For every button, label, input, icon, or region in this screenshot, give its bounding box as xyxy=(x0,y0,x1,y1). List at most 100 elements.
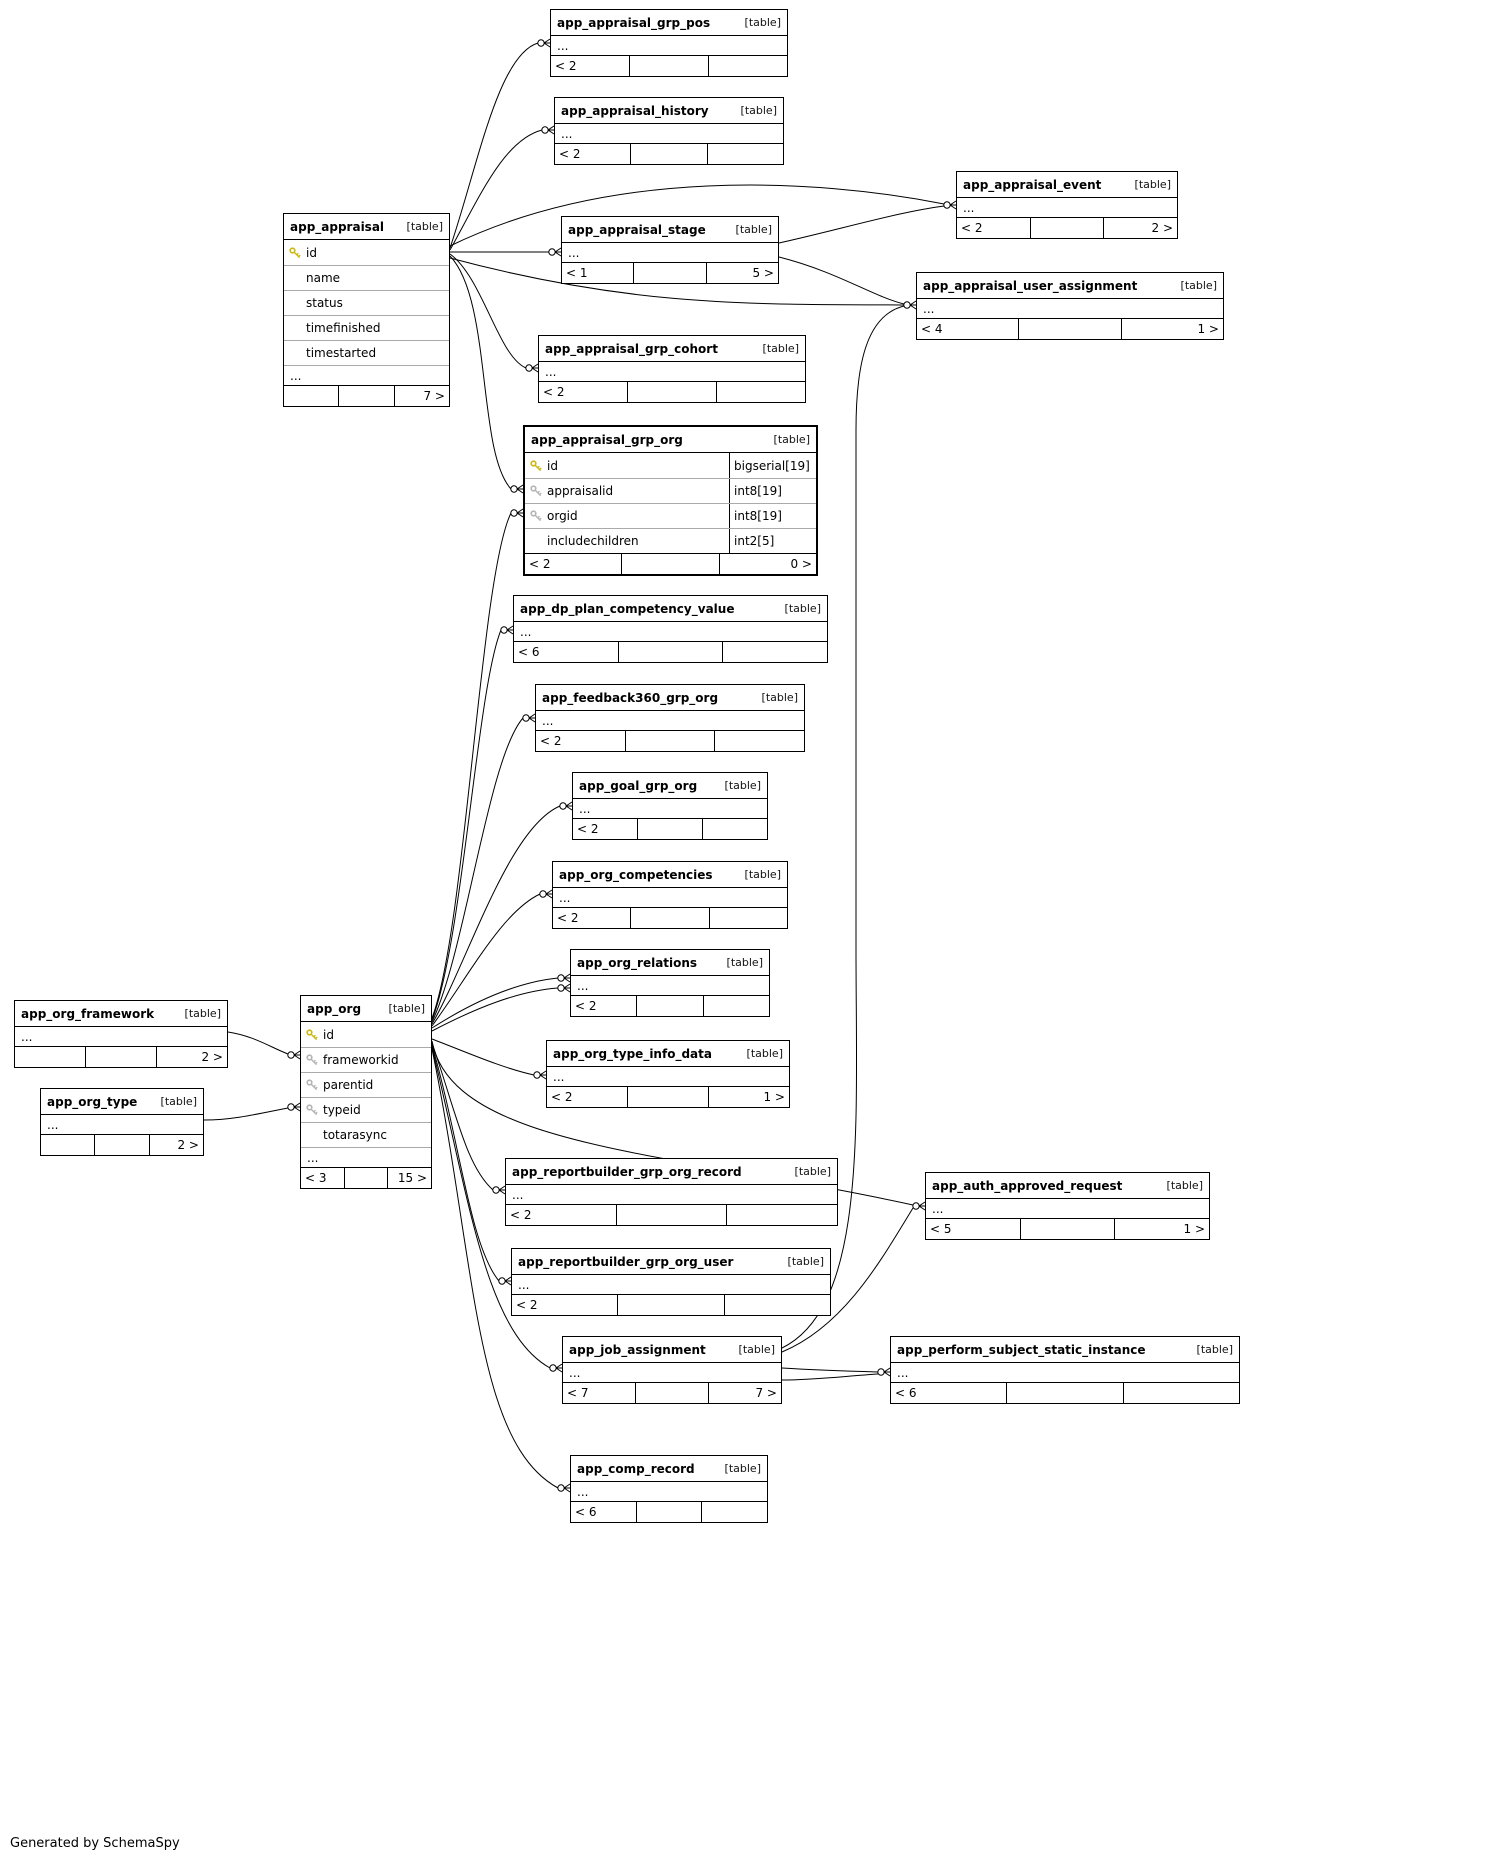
table-app_goal_grp_org[interactable]: app_goal_grp_org[table]...< 2 xyxy=(572,772,768,840)
footer-cell xyxy=(627,382,716,402)
footer-cell: 15 > xyxy=(387,1168,431,1188)
footer-cell xyxy=(722,642,827,662)
table-app_org_competencies[interactable]: app_org_competencies[table]... < 2 xyxy=(552,861,788,929)
relationship-app_job_assignment-to-app_perform_subject_static_instance xyxy=(781,1367,879,1373)
table-app_org_relations[interactable]: app_org_relations[table]...< 2 xyxy=(570,949,770,1017)
more-columns-row: ... xyxy=(301,1147,431,1167)
table-app_appraisal_user_assignment[interactable]: app_appraisal_user_assignment[table]...<… xyxy=(916,272,1224,340)
table-header: app_perform_subject_static_instance[tabl… xyxy=(891,1337,1239,1363)
footer-cell: < 2 xyxy=(961,221,983,235)
table-app_reportbuilder_grp_org_user[interactable]: app_reportbuilder_grp_org_user[table]...… xyxy=(511,1248,831,1316)
column-name: parentid xyxy=(323,1078,374,1092)
column-row-id: id xyxy=(301,1022,431,1047)
table-type-label: [table] xyxy=(794,1165,831,1178)
footer-cell xyxy=(15,1047,85,1067)
relationship-app_appraisal_stage-to-app_appraisal_user_assignment xyxy=(778,256,905,305)
relationship-app_org_type-to-app_org xyxy=(203,1107,289,1121)
footer-cell xyxy=(621,554,718,574)
footer-cell xyxy=(1019,1219,1115,1239)
table-app_reportbuilder_grp_org_record[interactable]: app_reportbuilder_grp_org_record[table].… xyxy=(505,1158,838,1226)
table-name: app_org xyxy=(307,1001,362,1016)
table-header: app_org_competencies[table] xyxy=(553,862,787,888)
footer-cell: < 2 xyxy=(557,911,579,925)
table-header: app_appraisal_grp_pos[table] xyxy=(551,10,787,36)
column-type: int2[5] xyxy=(729,529,816,553)
relationship-app_org-to-app_feedback360_grp_org xyxy=(431,717,524,1023)
table-app_feedback360_grp_org[interactable]: app_feedback360_grp_org[table]...< 2 xyxy=(535,684,805,752)
table-type-label: [table] xyxy=(762,342,799,355)
footer-cell xyxy=(635,1383,708,1403)
table-footer: < 2 xyxy=(551,55,787,76)
table-footer: 2 > xyxy=(15,1046,227,1067)
table-header: app_org_type_info_data[table] xyxy=(547,1041,789,1067)
primary-key-icon xyxy=(301,1028,323,1041)
column-row-parentid: parentid xyxy=(301,1072,431,1097)
relationship-app_org-to-app_reportbuilder_grp_org_user xyxy=(431,1044,500,1282)
footer-cell xyxy=(708,908,787,928)
table-footer: < 2 xyxy=(536,730,804,751)
footer-cell: < 2 xyxy=(529,557,551,571)
foreign-key-icon xyxy=(301,1104,323,1116)
more-columns-row: ... xyxy=(897,1365,909,1380)
more-columns-row: ... xyxy=(520,624,532,639)
footer-cell: 7 > xyxy=(393,386,449,406)
table-header: app_org_relations[table] xyxy=(571,950,769,976)
table-type-label: [table] xyxy=(388,1002,425,1015)
table-footer: < 2 xyxy=(506,1204,837,1225)
footer-cell xyxy=(714,731,804,751)
footer-cell xyxy=(615,1205,727,1225)
more-columns-row: ... xyxy=(545,364,557,379)
crowfoot-marker xyxy=(559,801,573,811)
table-app_org_framework[interactable]: app_org_framework[table]...2 > xyxy=(14,1000,228,1068)
table-name: app_org_type xyxy=(47,1094,138,1109)
table-app_appraisal_grp_pos[interactable]: app_appraisal_grp_pos[table]...< 2 xyxy=(550,9,788,77)
column-row-typeid: typeid xyxy=(301,1097,431,1122)
table-app_appraisal_grp_cohort[interactable]: app_appraisal_grp_cohort[table]...< 2 xyxy=(538,335,806,403)
table-type-label: [table] xyxy=(1180,279,1217,292)
crowfoot-marker xyxy=(287,1102,301,1112)
table-app_comp_record[interactable]: app_comp_record[table]...< 6 xyxy=(570,1455,768,1523)
crowfoot-marker xyxy=(525,363,539,373)
table-app_appraisal_history[interactable]: app_appraisal_history[table]...< 2 xyxy=(554,97,784,165)
footer-cell xyxy=(338,386,393,406)
table-app_dp_plan_competency_value[interactable]: app_dp_plan_competency_value[table]...< … xyxy=(513,595,828,663)
table-name: app_appraisal_user_assignment xyxy=(923,278,1138,293)
crowfoot-marker xyxy=(557,983,571,993)
relationship-app_job_assignment-to-app_perform_subject_static_instance xyxy=(781,1373,879,1381)
relationship-app_appraisal_stage-to-app_appraisal_event xyxy=(778,205,945,244)
footer-cell xyxy=(1122,1383,1239,1403)
table-type-label: [table] xyxy=(738,1343,775,1356)
table-type-label: [table] xyxy=(740,104,777,117)
table-name: app_dp_plan_competency_value xyxy=(520,601,735,616)
table-app_org_type[interactable]: app_org_type[table]...2 > xyxy=(40,1088,204,1156)
table-type-label: [table] xyxy=(784,602,821,615)
more-columns-row: ... xyxy=(568,245,580,260)
table-type-label: [table] xyxy=(773,433,810,446)
foreign-key-icon xyxy=(525,510,547,522)
more-columns-row: ... xyxy=(559,890,571,905)
column-row-timestarted: timestarted xyxy=(284,340,449,365)
more-columns-row: ... xyxy=(932,1201,944,1216)
table-header: app_auth_approved_request[table] xyxy=(926,1173,1209,1199)
table-name: app_appraisal_grp_pos xyxy=(557,15,711,30)
table-name: app_perform_subject_static_instance xyxy=(897,1342,1146,1357)
table-app_perform_subject_static_instance[interactable]: app_perform_subject_static_instance[tabl… xyxy=(890,1336,1240,1404)
footer-cell xyxy=(1006,1383,1122,1403)
footer-cell: < 6 xyxy=(895,1386,917,1400)
footer-cell: < 5 xyxy=(930,1222,952,1236)
footer-cell xyxy=(284,386,338,406)
footer-cell: < 2 xyxy=(540,734,562,748)
footer-cell xyxy=(1029,218,1104,238)
